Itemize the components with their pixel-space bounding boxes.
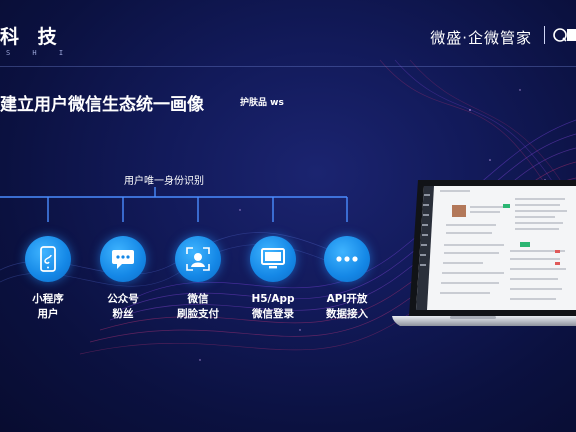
channel-mini-program-line2: 用户	[37, 308, 59, 320]
slide-title: 建立用户微信生态统一画像	[0, 95, 204, 115]
channel-mini-program-line1: 小程序	[32, 293, 64, 305]
identity-label: 用户唯一身份识别	[124, 176, 204, 187]
channel-mini-program: 小程序 用户	[17, 236, 79, 322]
channel-official-account: 公众号 粉丝	[92, 236, 154, 322]
channel-api: API开放 数据接入	[316, 236, 378, 322]
channel-api-line1: API开放	[326, 293, 368, 305]
channel-face-pay-line1: 微信	[187, 293, 209, 305]
mini-program-icon	[25, 236, 71, 282]
monitor-icon	[250, 236, 296, 282]
slide-subtitle: 护肤品 ws	[240, 98, 284, 108]
channel-face-pay: 微信 刷脸支付	[167, 236, 229, 322]
brand-name: 微盛·企微管家	[430, 29, 532, 47]
channel-face-pay-line2: 刷脸支付	[177, 308, 219, 320]
chat-bubble-icon	[100, 236, 146, 282]
header-divider	[544, 26, 545, 44]
face-scan-icon	[175, 236, 221, 282]
channel-h5-app-line2: 微信登录	[252, 308, 294, 320]
company-logo-subtext: S H I	[6, 49, 73, 57]
channel-api-line2: 数据接入	[326, 308, 368, 320]
channel-official-account-line2: 粉丝	[112, 308, 134, 320]
more-dots-icon	[324, 236, 370, 282]
channel-h5-app-line1: H5/App	[251, 293, 295, 305]
company-logo-text: 科 技	[0, 26, 63, 48]
channel-h5-app: H5/App 微信登录	[242, 236, 304, 322]
header-rule	[0, 66, 576, 67]
brand-logo-icon	[553, 28, 576, 42]
channel-official-account-line1: 公众号	[107, 293, 139, 305]
